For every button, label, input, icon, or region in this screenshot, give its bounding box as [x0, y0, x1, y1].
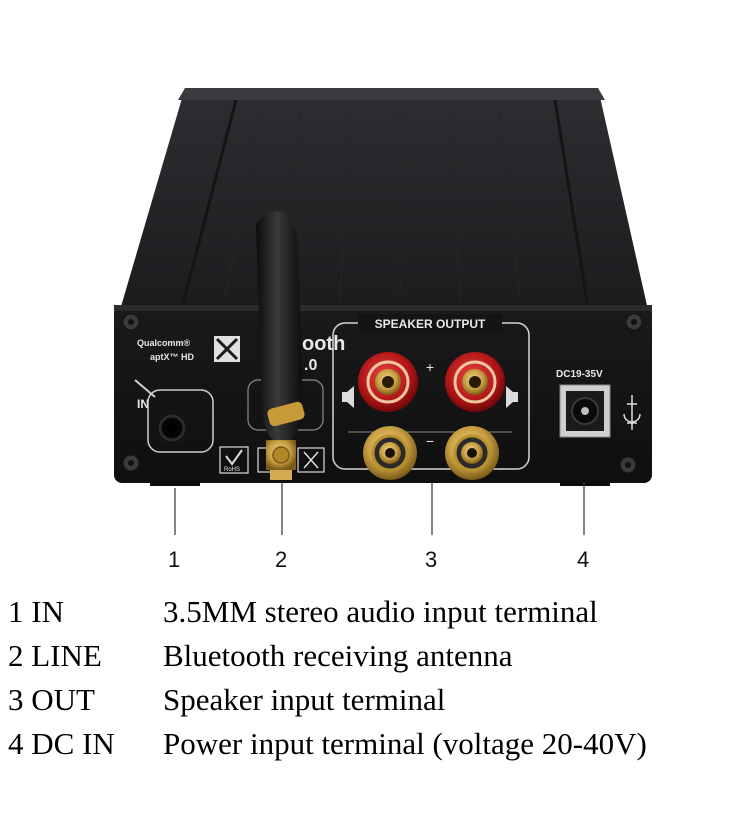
bt-text-partial-1: ooth [302, 333, 345, 355]
legend-description: 3.5MM stereo audio input terminal [163, 594, 598, 629]
legend-row-4: 4 DC IN Power input terminal (voltage 20… [8, 726, 647, 762]
weee-mark-icon [297, 447, 325, 473]
legend-term: 2 LINE [8, 638, 102, 673]
callout-2: 2 [275, 547, 288, 572]
speaker-output-label: SPEAKER OUTPUT [375, 317, 486, 331]
legend-term: 3 OUT [8, 682, 95, 717]
legend-row-2: 2 LINE Bluetooth receiving antenna [8, 638, 513, 674]
callout-3: 3 [425, 547, 438, 572]
speaker-right-icon [506, 386, 518, 408]
legend-term: 1 IN [8, 594, 64, 629]
in-label: IN [137, 397, 149, 411]
rohs-mark-icon [219, 446, 249, 474]
callout-4: 4 [577, 547, 590, 572]
legend-row-1: 1 IN 3.5MM stereo audio input terminal [8, 594, 598, 630]
callout-lines [174, 482, 585, 535]
brand-line2: aptX™ HD [150, 352, 195, 362]
speaker-post-black-right [445, 426, 499, 480]
legend-row-3: 3 OUT Speaker input terminal [8, 682, 445, 718]
legend-description: Power input terminal (voltage 20-40V) [163, 726, 647, 761]
speaker-post-red-right [445, 352, 505, 412]
legend-term: 4 DC IN [8, 726, 115, 761]
plus-sign: + [426, 359, 434, 375]
dc-polarity-icon [623, 395, 641, 430]
legend-description: Bluetooth receiving antenna [163, 638, 513, 673]
rohs-label: RoHS [224, 467, 240, 473]
speaker-left-icon [342, 386, 354, 408]
chassis-top [120, 88, 648, 310]
callout-1: 1 [168, 547, 181, 572]
minus-sign: − [426, 433, 434, 449]
bluetooth-antenna [256, 211, 305, 480]
front-panel: Qualcomm® aptX™ HD ooth .0 IN RoHS SPEAK… [114, 305, 652, 483]
brand-line1: Qualcomm® [137, 338, 191, 348]
bt-text-partial-2: .0 [304, 357, 317, 374]
legend-description: Speaker input terminal [163, 682, 446, 717]
speaker-post-red-left [358, 352, 418, 412]
amplifier-photo: Qualcomm® aptX™ HD ooth .0 IN RoHS SPEAK… [114, 88, 652, 535]
speaker-post-black-left [363, 426, 417, 480]
dc-label: DC19-35V [556, 369, 603, 380]
